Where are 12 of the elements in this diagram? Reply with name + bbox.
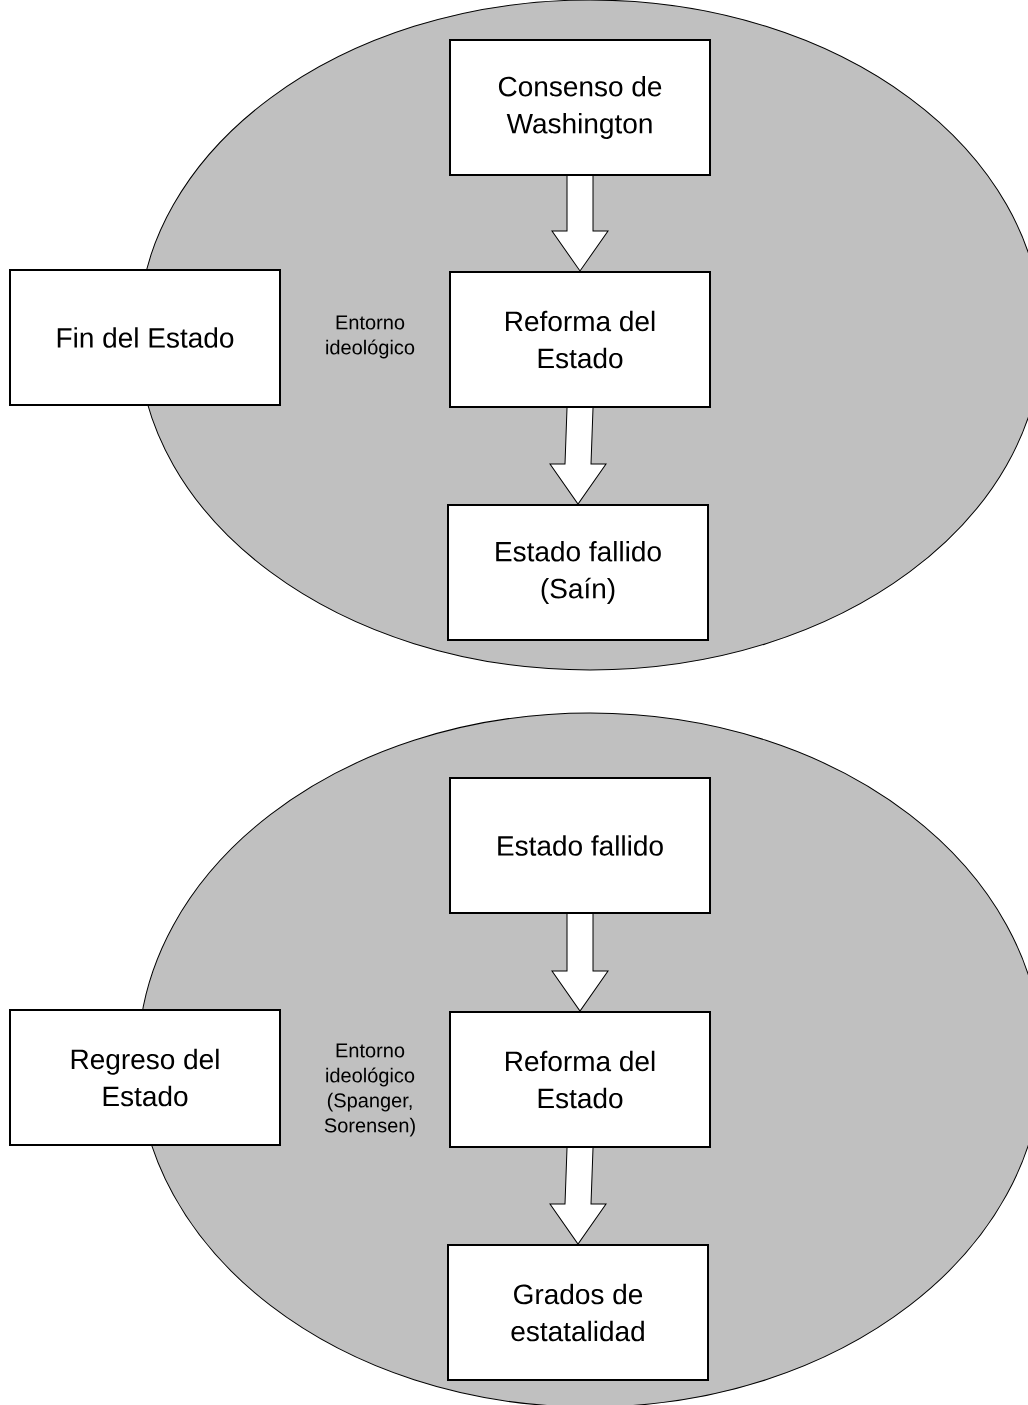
block-arrow — [551, 175, 609, 272]
text-box: Consenso de Washington — [449, 39, 711, 176]
text-box: Reforma del Estado — [449, 271, 711, 408]
block-arrow — [549, 1147, 607, 1245]
text-box: Regreso del Estado — [9, 1009, 281, 1146]
text-box: Reforma del Estado — [449, 1011, 711, 1148]
text-box: Estado fallido (Saín) — [447, 504, 709, 641]
text-box: Grados de estatalidad — [447, 1244, 709, 1381]
text-box: Estado fallido — [449, 777, 711, 914]
text-box: Fin del Estado — [9, 269, 281, 406]
block-arrow — [549, 407, 607, 505]
block-arrow — [551, 913, 609, 1012]
